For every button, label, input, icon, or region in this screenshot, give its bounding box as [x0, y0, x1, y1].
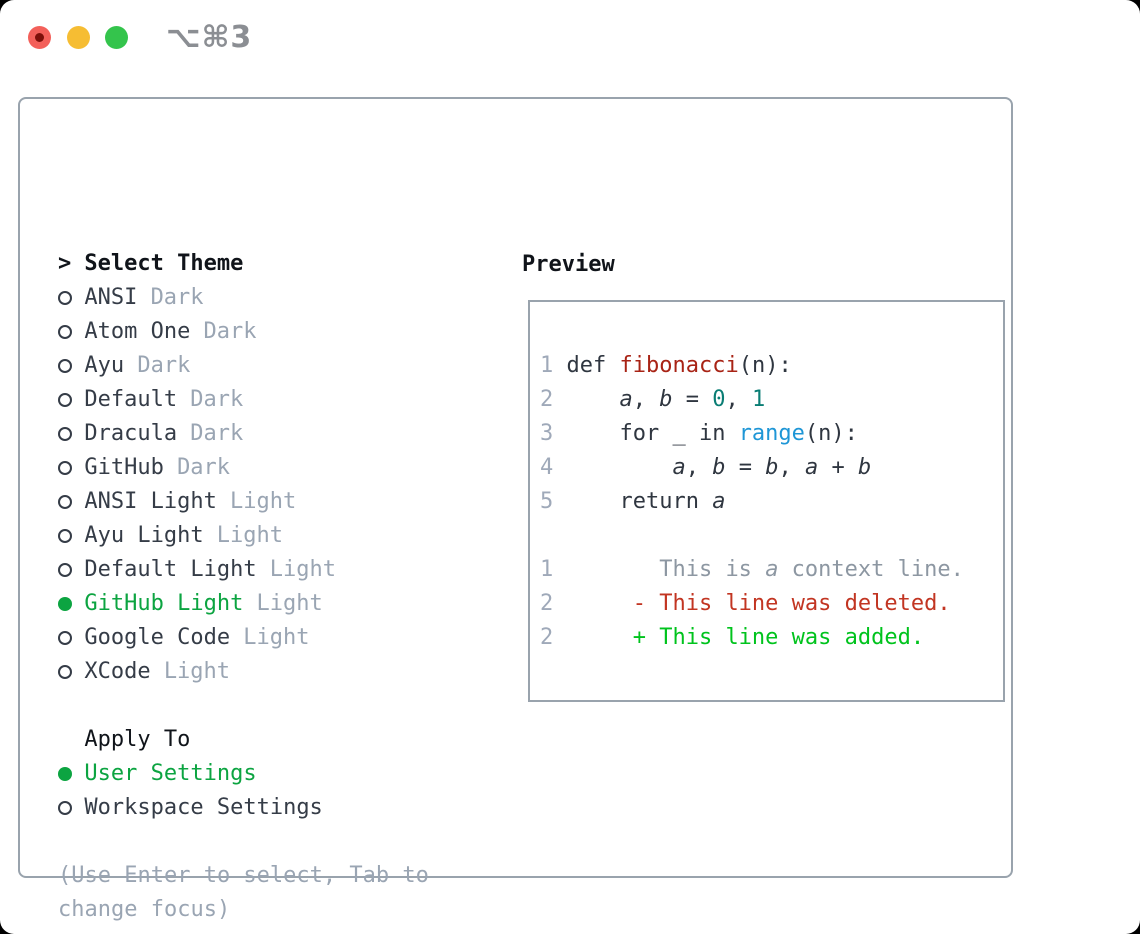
theme-variant-tag: Light — [230, 489, 297, 514]
code-line: 2 a, b = 0, 1 — [540, 387, 766, 412]
theme-variant-tag: Light — [256, 591, 323, 616]
theme-variant-tag: Dark — [137, 353, 191, 378]
radio-icon — [58, 529, 72, 543]
code-line: 4 a, b = b, a + b — [540, 455, 872, 480]
radio-icon — [58, 427, 72, 441]
theme-option-google-code[interactable]: Google Code Light — [58, 621, 488, 655]
theme-variant-tag: Light — [269, 557, 336, 582]
radio-selected-icon — [58, 597, 72, 611]
theme-option-default-light[interactable]: Default Light Light — [58, 553, 488, 587]
theme-option-github-light[interactable]: GitHub Light Light — [58, 587, 488, 621]
preview-header: Preview — [522, 252, 615, 277]
zoom-button[interactable] — [105, 26, 128, 49]
theme-name: Ayu Light — [84, 523, 204, 548]
theme-option-dracula[interactable]: Dracula Dark — [58, 417, 488, 451]
theme-option-ansi[interactable]: ANSI Dark — [58, 281, 488, 315]
blank-line — [540, 519, 1003, 553]
theme-option-github[interactable]: GitHub Dark — [58, 451, 488, 485]
theme-option-xcode[interactable]: XCode Light — [58, 655, 488, 689]
apply-option-user-settings[interactable]: User Settings — [58, 757, 488, 791]
radio-icon — [58, 801, 72, 815]
theme-option-atom-one[interactable]: Atom One Dark — [58, 315, 488, 349]
radio-icon — [58, 359, 72, 373]
theme-variant-tag: Dark — [190, 387, 244, 412]
prompt-caret-icon: > — [58, 251, 72, 276]
theme-name: GitHub — [84, 455, 164, 480]
theme-name: XCode — [84, 659, 151, 684]
radio-icon — [58, 393, 72, 407]
close-button[interactable] — [28, 26, 51, 49]
apply-to-header: Apply To — [84, 727, 191, 752]
code-line: 3 for _ in range(n): — [540, 421, 858, 446]
theme-name: ANSI — [84, 285, 138, 310]
theme-variant-tag: Light — [243, 625, 310, 650]
radio-icon — [58, 631, 72, 645]
apply-option-label: User Settings — [84, 761, 257, 786]
window-title-shortcut: ⌥⌘3 — [166, 20, 253, 55]
theme-variant-tag: Light — [216, 523, 284, 548]
spacer — [58, 689, 488, 723]
apply-option-label: Workspace Settings — [84, 795, 323, 820]
theme-name: GitHub Light — [84, 591, 244, 616]
theme-name: Default — [84, 387, 178, 412]
theme-name: Google Code — [84, 625, 231, 650]
code-line: 5 return a — [540, 489, 726, 514]
code-preview-box: 1 def fibonacci(n): 2 a, b = 0, 1 3 for _ … — [528, 300, 1005, 702]
radio-selected-icon — [58, 767, 72, 781]
code-line: 2 - This line was deleted. — [540, 591, 951, 616]
spacer — [58, 825, 488, 859]
theme-option-ayu[interactable]: Ayu Dark — [58, 349, 488, 383]
theme-name: Dracula — [84, 421, 178, 446]
hint-line-1: (Use Enter to select, Tab to — [58, 863, 429, 888]
theme-option-ansi-light[interactable]: ANSI Light Light — [58, 485, 488, 519]
theme-name: Default Light — [84, 557, 257, 582]
theme-name: ANSI Light — [84, 489, 217, 514]
apply-to-header-row: Apply To — [58, 723, 488, 757]
theme-name: Atom One — [84, 319, 191, 344]
theme-variant-tag: Dark — [150, 285, 204, 310]
code-line: 1 This is a context line. — [540, 557, 964, 582]
code-line: 1 def fibonacci(n): — [540, 353, 792, 378]
select-theme-header: Select Theme — [84, 251, 244, 276]
radio-icon — [58, 291, 72, 305]
theme-variant-tag: Dark — [177, 455, 231, 480]
theme-name: Ayu — [84, 353, 125, 378]
window-titlebar: ⌥⌘3 — [0, 0, 1140, 74]
radio-icon — [58, 563, 72, 577]
radio-icon — [58, 665, 72, 679]
hint-line-2: change focus) — [58, 897, 231, 922]
theme-variant-tag: Light — [163, 659, 231, 684]
theme-option-default[interactable]: Default Dark — [58, 383, 488, 417]
radio-icon — [58, 461, 72, 475]
theme-variant-tag: Dark — [190, 421, 244, 446]
apply-option-workspace-settings[interactable]: Workspace Settings — [58, 791, 488, 825]
code-line: 2 + This line was added. — [540, 625, 925, 650]
radio-icon — [58, 495, 72, 509]
theme-variant-tag: Dark — [203, 319, 257, 344]
select-theme-header-row: > Select Theme — [58, 247, 488, 281]
theme-option-ayu-light[interactable]: Ayu Light Light — [58, 519, 488, 553]
radio-icon — [58, 325, 72, 339]
minimize-button[interactable] — [67, 26, 90, 49]
